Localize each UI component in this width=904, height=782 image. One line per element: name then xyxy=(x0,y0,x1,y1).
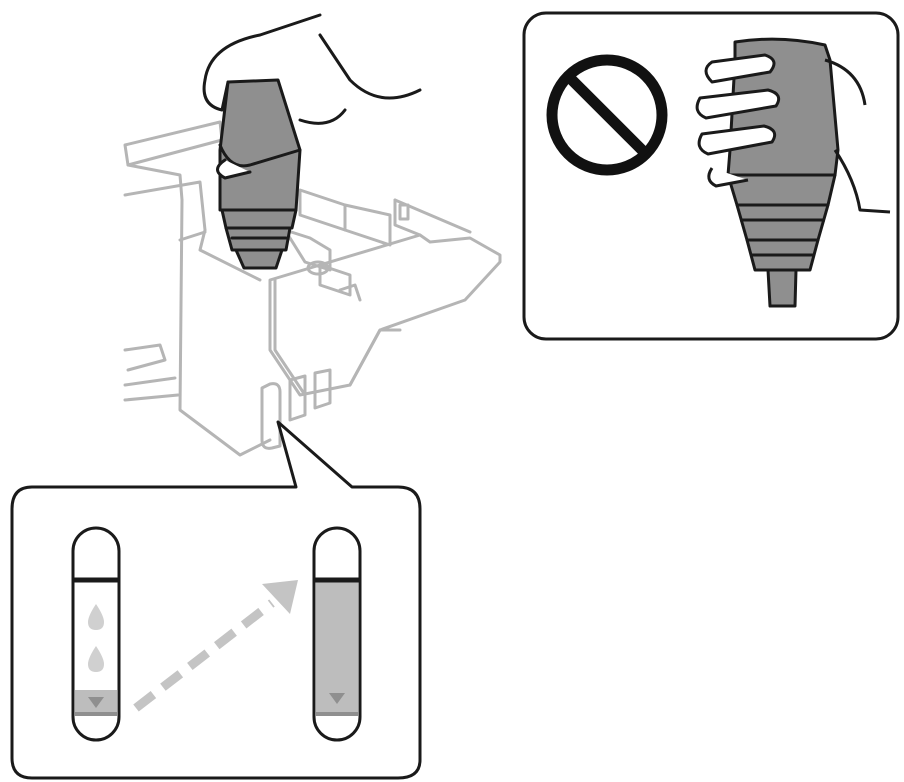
down-triangle-icon xyxy=(329,693,345,704)
dashed-arrow-icon xyxy=(133,580,298,712)
full-ink-fill xyxy=(316,582,358,714)
hand-holding-ink-bottle xyxy=(202,13,422,270)
ink-drop-icon xyxy=(88,604,104,630)
hand xyxy=(203,13,422,168)
squeezed-ink-bottle xyxy=(695,37,891,308)
ink-window-full xyxy=(312,526,362,742)
ink-level-callout xyxy=(10,420,422,780)
do-not-squeeze-callout xyxy=(522,11,900,341)
squeezing-fingers xyxy=(704,53,776,84)
ink-window-low xyxy=(71,526,121,742)
ink-drop-icon xyxy=(88,646,104,672)
down-triangle-icon xyxy=(88,697,104,708)
printer-illustration xyxy=(123,120,502,457)
prohibition-sign-icon xyxy=(546,54,668,176)
ink-bottle xyxy=(218,78,302,212)
